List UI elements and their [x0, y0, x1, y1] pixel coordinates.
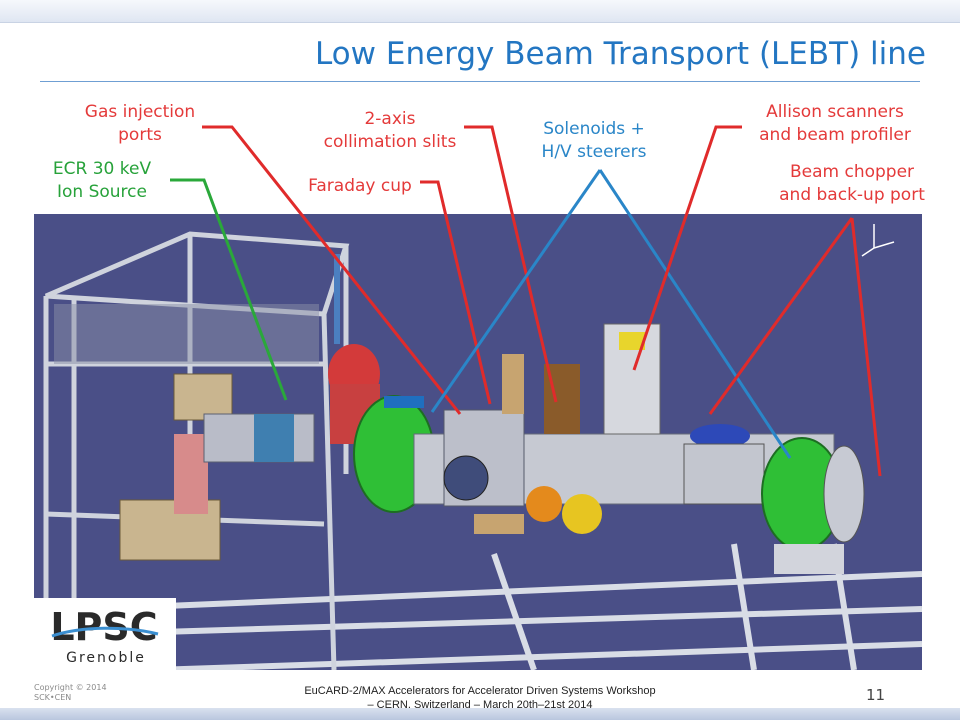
bottom-decor-bar	[0, 708, 960, 720]
logo-swoosh	[51, 626, 159, 638]
label-faraday-cup: Faraday cup	[308, 176, 412, 196]
label-solenoids: Solenoids + H/V steerers	[541, 119, 647, 162]
solenoid-1-top	[384, 396, 424, 408]
stand-2	[774, 544, 844, 574]
page-number: 11	[866, 686, 886, 704]
yellow-flange	[562, 494, 602, 534]
title-underline	[40, 81, 920, 82]
stand-1	[474, 514, 524, 534]
cage-panel	[54, 304, 319, 364]
orange-flange	[526, 486, 562, 522]
label-gas-injection: Gas injection ports	[84, 102, 196, 145]
slide-title: Low Energy Beam Transport (LEBT) line	[314, 36, 926, 72]
allison-top-yellow	[619, 332, 645, 350]
label-beam-chopper: Beam chopper and back-up port	[779, 162, 925, 205]
copyright-notice: Copyright © 2014 SCK•CEN	[34, 683, 107, 702]
source-red-block	[174, 434, 208, 514]
viewport	[443, 455, 489, 501]
lpsc-logo: LPSC Grenoble	[34, 598, 176, 670]
label-ecr-source: ECR 30 keV Ion Source	[52, 159, 152, 202]
end-flange	[823, 445, 865, 543]
label-allison-scanners: Allison scanners and beam profiler	[759, 102, 911, 145]
label-collimation-slits: 2-axis collimation slits	[323, 109, 457, 152]
slit-post-brown	[502, 354, 524, 414]
logo-text-sub: Grenoble	[66, 650, 146, 666]
top-decor-bar	[0, 0, 960, 23]
gas-pipe	[334, 254, 340, 344]
source-coil-blue	[254, 414, 294, 462]
support-frame	[93, 543, 922, 670]
source-box-top	[173, 373, 233, 421]
slit-actuator	[544, 364, 580, 434]
chopper-chamber	[683, 443, 765, 505]
